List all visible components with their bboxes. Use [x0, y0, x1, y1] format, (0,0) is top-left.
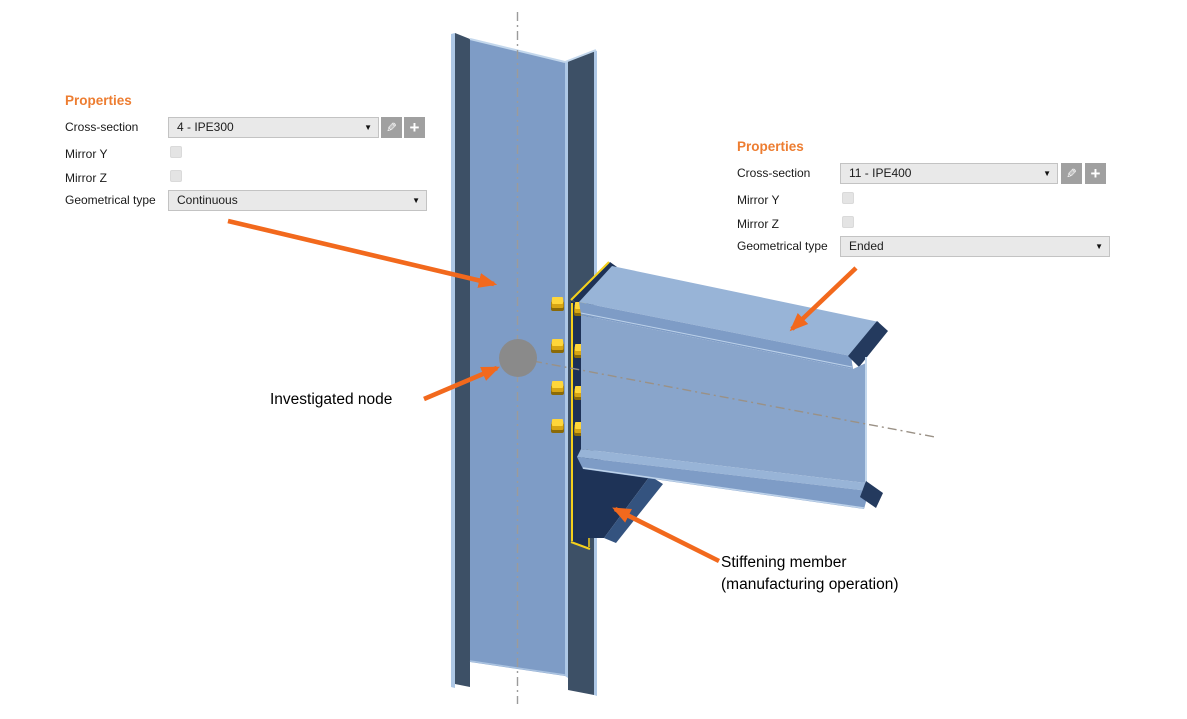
geometrical-type-label: Geometrical type — [65, 193, 156, 207]
mirror-z-label: Mirror Z — [737, 217, 779, 231]
beam-annotation-arrow — [789, 266, 858, 332]
column-left-flange-face — [455, 33, 470, 687]
bolt — [551, 381, 564, 395]
add-cross-section-button[interactable]: + — [1085, 163, 1106, 184]
geometrical-type-row: Geometrical type Ended ▼ — [737, 236, 1112, 258]
stiffener-annotation-arrow — [612, 506, 721, 564]
chevron-down-icon: ▼ — [364, 122, 372, 132]
panel-title: Properties — [737, 139, 804, 154]
mirror-y-row: Mirror Y — [65, 144, 430, 166]
stiffener-callout: Stiffening member (manufacturing operati… — [721, 552, 899, 596]
stiffener-callout-line2: (manufacturing operation) — [721, 576, 899, 593]
geometrical-type-value: Continuous — [177, 193, 238, 207]
geometrical-type-label: Geometrical type — [737, 239, 828, 253]
stiffener-thickness — [604, 476, 663, 543]
geometrical-type-dropdown[interactable]: Continuous ▼ — [168, 190, 427, 211]
mirror-y-label: Mirror Y — [65, 147, 108, 161]
mirror-y-checkbox[interactable] — [842, 192, 854, 204]
mirror-z-row: Mirror Z — [65, 168, 430, 190]
beam-top-flange-highlight — [580, 312, 853, 368]
chevron-down-icon: ▼ — [1043, 168, 1051, 178]
beam-bottom-flange-front — [577, 457, 869, 509]
plus-icon: + — [1090, 164, 1101, 183]
geometrical-type-value: Ended — [849, 239, 884, 253]
column-left-flange-edge — [451, 33, 455, 688]
weld-line — [570, 261, 610, 301]
geometrical-type-dropdown[interactable]: Ended ▼ — [840, 236, 1110, 257]
chevron-down-icon: ▼ — [1095, 241, 1103, 251]
edit-cross-section-button[interactable]: ✎ — [381, 117, 402, 138]
bolt — [551, 419, 564, 433]
mirror-z-checkbox[interactable] — [170, 170, 182, 182]
mirror-z-checkbox[interactable] — [842, 216, 854, 228]
beam-web-face — [581, 315, 866, 483]
beam-bottom-flange-end — [860, 481, 883, 508]
plus-icon: + — [409, 118, 420, 137]
node-marker[interactable] — [499, 339, 537, 377]
bolt — [551, 297, 564, 311]
pencil-icon: ✎ — [1066, 165, 1077, 181]
investigated-node-callout: Investigated node — [270, 391, 393, 408]
weld-line — [570, 541, 591, 550]
end-plate-top-edge — [572, 262, 617, 305]
column-web-bottom-edge — [469, 660, 566, 676]
mirror-z-label: Mirror Z — [65, 171, 107, 185]
column-annotation-arrow — [227, 218, 498, 288]
cross-section-dropdown[interactable]: 4 - IPE300 ▼ — [168, 117, 379, 138]
panel-title: Properties — [65, 93, 132, 108]
edit-cross-section-button[interactable]: ✎ — [1061, 163, 1082, 184]
cross-section-label: Cross-section — [65, 120, 139, 134]
cross-section-dropdown[interactable]: 11 - IPE400 ▼ — [840, 163, 1058, 184]
beam-axis-line — [532, 360, 936, 438]
cross-section-value: 11 - IPE400 — [849, 166, 912, 180]
mirror-y-label: Mirror Y — [737, 193, 780, 207]
column-right-flange-top-edge — [564, 49, 597, 63]
chevron-down-icon: ▼ — [412, 195, 420, 205]
cross-section-label: Cross-section — [737, 166, 811, 180]
cross-section-row: Cross-section 11 - IPE400 ▼ ✎ + — [737, 163, 1112, 185]
beam-top-flange-top — [579, 266, 879, 356]
properties-panel-right: Properties Cross-section 11 - IPE400 ▼ ✎… — [737, 139, 1112, 259]
node-annotation-arrow — [423, 365, 500, 402]
add-cross-section-button[interactable]: + — [404, 117, 425, 138]
stiffener-callout-line1: Stiffening member — [721, 554, 847, 571]
column-right-flange-inner-edge — [565, 61, 568, 678]
bolt — [551, 339, 564, 353]
mirror-y-row: Mirror Y — [737, 190, 1112, 212]
geometrical-type-row: Geometrical type Continuous ▼ — [65, 190, 430, 212]
pencil-icon: ✎ — [386, 119, 397, 135]
annotation-arrows — [227, 218, 858, 564]
beam-top-flange-front — [579, 302, 853, 369]
beam-bottom-flange-top — [577, 449, 869, 491]
cross-section-value: 4 - IPE300 — [177, 120, 234, 134]
mirror-z-row: Mirror Z — [737, 214, 1112, 236]
mirror-y-checkbox[interactable] — [170, 146, 182, 158]
properties-panel-left: Properties Cross-section 4 - IPE300 ▼ ✎ … — [65, 93, 430, 213]
beam-bottom-flange-highlight — [582, 467, 865, 509]
beam-top-flange-end — [848, 321, 888, 367]
beam-member-3d[interactable] — [577, 266, 888, 509]
cross-section-row: Cross-section 4 - IPE300 ▼ ✎ + — [65, 117, 430, 139]
